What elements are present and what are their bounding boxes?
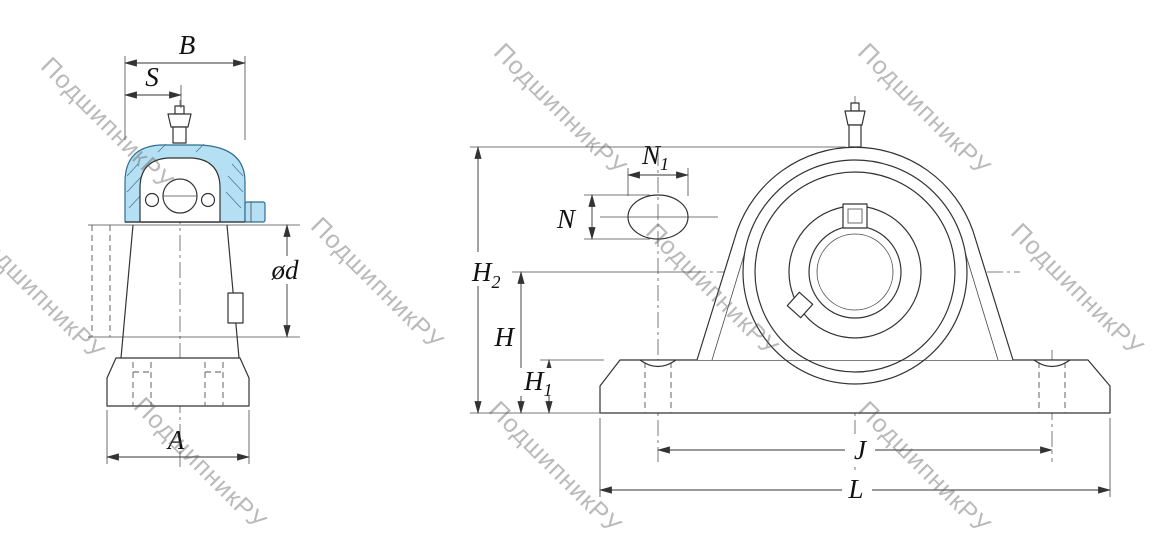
- housing-ring-outer: [742, 159, 968, 385]
- dimension-S: S: [123, 62, 183, 108]
- dim-label-J: J: [854, 435, 868, 465]
- dim-label-H: H: [494, 322, 516, 352]
- right-view-front: N1 N H2 H: [464, 96, 1112, 504]
- dimension-J: J: [656, 434, 1054, 465]
- base-foot-side: [106, 357, 250, 407]
- section-hatching: [126, 143, 244, 209]
- dim-label-bore: ød: [271, 255, 300, 285]
- side-boss: [227, 292, 244, 324]
- dim-label-H2: H2: [471, 257, 501, 292]
- dimension-H2: H2: [464, 145, 846, 415]
- dim-label-H1: H1: [523, 366, 553, 400]
- dim-label-N1: N1: [641, 140, 669, 174]
- dimension-A: A: [105, 410, 251, 464]
- dim-label-L: L: [847, 474, 863, 504]
- housing-cap-section: [124, 143, 266, 223]
- locating-pin: [786, 291, 814, 319]
- bolt-hole-detail: [627, 194, 689, 240]
- dim-label-N: N: [556, 204, 577, 234]
- housing-ring-inner: [754, 171, 956, 373]
- dim-label-B: B: [179, 30, 196, 60]
- dimension-N1: N1: [626, 140, 690, 196]
- bore-inner-edge: [816, 233, 894, 311]
- bearing-ball: [144, 192, 160, 208]
- grease-nipple-side: [167, 105, 192, 144]
- bearing-ball: [200, 192, 216, 208]
- setscrew-front: [842, 203, 868, 229]
- left-view-side-section: B S ød A: [88, 30, 308, 468]
- dimension-N: N: [556, 193, 650, 241]
- dim-label-A: A: [166, 425, 185, 455]
- dimension-H: H: [494, 270, 692, 415]
- base-front: [599, 359, 1111, 414]
- dimension-bore: ød: [262, 223, 308, 339]
- pillar-body: [120, 224, 244, 359]
- dimension-H1: H1: [520, 358, 604, 415]
- setscrew-plug: [244, 201, 266, 223]
- housing-arch: [696, 146, 1014, 385]
- dimension-L: L: [598, 418, 1112, 504]
- grease-nipple-front: [844, 102, 866, 148]
- dim-label-S: S: [145, 62, 159, 92]
